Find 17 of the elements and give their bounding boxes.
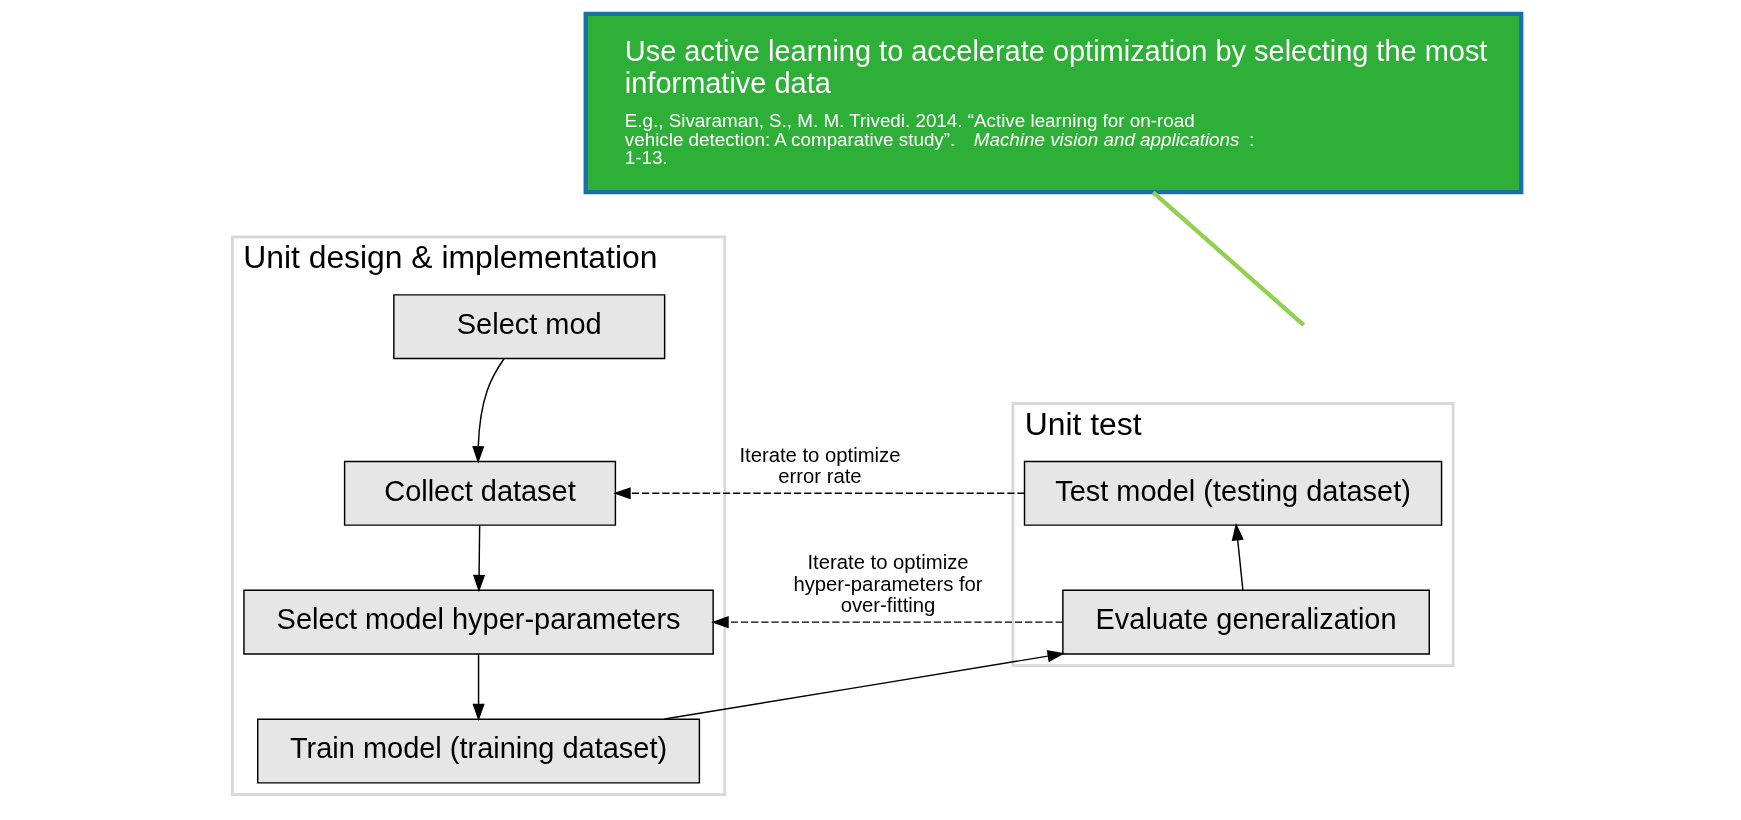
node-box: Collect dataset xyxy=(343,460,616,526)
edge-label: Iterate to optimize hyper-parameters for over-fitting xyxy=(792,550,983,617)
arrow xyxy=(471,358,505,464)
node-box: Test model (testing dataset) xyxy=(1023,460,1442,526)
edge-label: Iterate to optimize error rate xyxy=(738,443,900,488)
node-box: Train model (training dataset) xyxy=(256,718,700,784)
arrow xyxy=(710,616,1063,629)
arrow xyxy=(612,487,1025,500)
arrow xyxy=(471,653,485,722)
arrow xyxy=(472,524,485,593)
arrow xyxy=(1231,523,1244,591)
connector xyxy=(1151,190,1305,327)
node-box: Evaluate generalization xyxy=(1061,589,1430,655)
arrow xyxy=(663,650,1065,720)
node-box: Use active learning to accelerate optimization by selecting the most informative data E.g., Sivaraman, S., M. M. Trivedi. 2014. “Active learning for on-road vehicle detection: A comparative study”. Machine vision and applications: 1-13. xyxy=(583,11,1523,195)
node-box: Select mod xyxy=(392,294,665,360)
node-box: Select model hyper-parameters xyxy=(242,589,714,655)
